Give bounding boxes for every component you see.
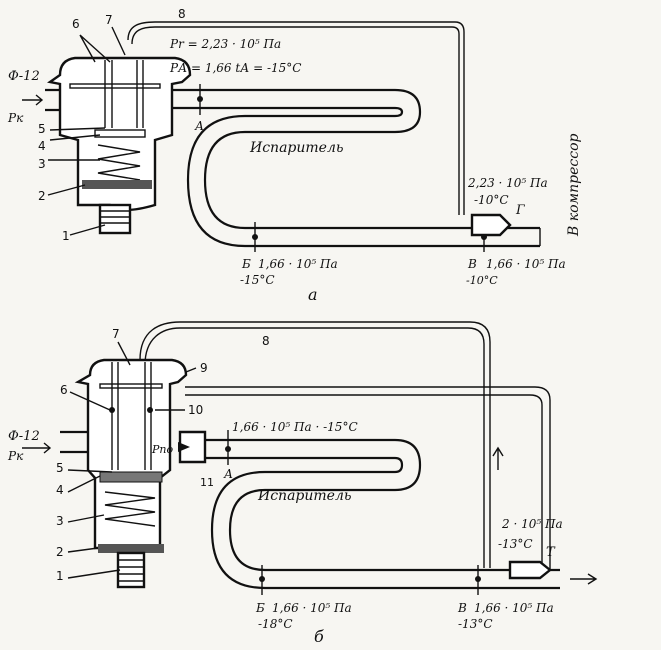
screw-thread-a xyxy=(100,210,130,224)
point-b-pressure-b: 1,66 · 10⁵ Па xyxy=(272,601,352,615)
point-a-label-b: А xyxy=(223,467,233,481)
bulb-pressure-a: 2,23 · 10⁵ Па xyxy=(467,176,548,190)
refrigerant-label-a: Ф-12 xyxy=(8,69,40,84)
flow-arrow-up-b xyxy=(492,446,504,470)
part-7-b: 7 xyxy=(112,327,120,341)
thermo-bulb-b xyxy=(508,560,552,580)
adjust-plate-b xyxy=(98,544,164,553)
tee-fitting-b xyxy=(178,430,207,464)
point-a-dot-b xyxy=(225,446,231,452)
pressure-a-label: PА = 1,66 tА = -15°С xyxy=(169,61,301,75)
inlet-condition-label: 1,66 · 10⁵ Па · -15°С xyxy=(232,420,358,434)
diaphragm-b xyxy=(99,383,163,389)
caption-a: а xyxy=(308,285,318,304)
part-1-a: 1 xyxy=(62,229,70,243)
part-6-a: 6 xyxy=(72,17,80,31)
point-b-temp-a: -15°С xyxy=(240,273,275,287)
capillary-tube-b xyxy=(139,321,491,568)
part-1-b: 1 xyxy=(56,569,64,583)
seat-plate-a xyxy=(94,129,146,138)
point-v-pressure-b: 1,66 · 10⁵ Па xyxy=(474,601,554,615)
diagram-b: Ф-12 Pк 1,66 · 10⁵ Па · -15°С Pпо А Испа… xyxy=(7,321,598,646)
p-po-label: Pпо xyxy=(151,443,173,456)
diaphragm-a xyxy=(69,83,161,89)
diagram-a: Ф-12 Pк Pr = 2,23 · 10⁵ Па PА = 1,66 tА … xyxy=(7,7,582,304)
evaporator-coil-b xyxy=(200,438,560,590)
point-b-temp-b: -18°С xyxy=(258,617,293,631)
part-leaders-b xyxy=(67,341,197,579)
pk-label-a: Pк xyxy=(7,111,24,125)
adjust-plate-a xyxy=(82,180,152,189)
part-5-a: 5 xyxy=(38,122,46,136)
pressure-r-label: Pr = 2,23 · 10⁵ Па xyxy=(169,37,281,51)
point-b-label-b: Б xyxy=(255,601,265,615)
part-leaders-a xyxy=(47,26,126,236)
part-3-a: 3 xyxy=(38,157,46,171)
bulb-label-a: Г xyxy=(515,203,525,218)
part-2-b: 2 xyxy=(56,545,64,559)
thermo-bulb-a xyxy=(470,213,512,237)
point-b-label-a: Б xyxy=(241,257,251,271)
point-a-label: А xyxy=(194,119,204,133)
part-9-b: 9 xyxy=(200,361,208,375)
point-v-pressure-a: 1,66 · 10⁵ Па xyxy=(486,257,566,271)
point-v-temp-b: -13°С xyxy=(458,617,493,631)
part-4-a: 4 xyxy=(38,139,46,153)
equalizer-line-b xyxy=(185,386,551,570)
inlet-arrow-b xyxy=(22,442,52,454)
inlet-arrow-a xyxy=(22,94,44,106)
adjust-screw-b xyxy=(116,551,146,589)
seat-plate-b xyxy=(99,471,163,483)
outlet-arrow-b xyxy=(570,573,598,585)
evaporator-label-a: Испаритель xyxy=(249,140,344,156)
spring-a xyxy=(97,144,141,181)
tee-marker-b xyxy=(178,442,190,452)
bulb-label-b: Т xyxy=(546,545,556,560)
part-8-a: 8 xyxy=(178,7,186,21)
spring-b xyxy=(104,491,156,527)
capillary-tube-a xyxy=(127,21,465,215)
seal-dot-b-2 xyxy=(147,407,153,413)
point-a-dot xyxy=(197,96,203,102)
part-11-b: 11 xyxy=(200,476,214,489)
part-4-b: 4 xyxy=(56,483,64,497)
part-7-a: 7 xyxy=(105,13,113,27)
refrigerant-label-b: Ф-12 xyxy=(8,429,40,444)
point-b-dot-a xyxy=(252,234,258,240)
part-10-b: 10 xyxy=(188,403,203,417)
point-b-dot-b xyxy=(259,576,265,582)
point-v-label-a: В xyxy=(467,257,477,271)
bulb-temp-b: -13°С xyxy=(498,537,533,551)
evaporator-coil-a xyxy=(150,88,540,248)
pk-label-b: Pк xyxy=(7,449,24,463)
part-8-b: 8 xyxy=(262,334,270,348)
part-2-a: 2 xyxy=(38,189,46,203)
part-3-b: 3 xyxy=(56,514,64,528)
caption-b: б xyxy=(314,627,324,646)
part-5-b: 5 xyxy=(56,461,64,475)
point-b-pressure-a: 1,66 · 10⁵ Па xyxy=(258,257,338,271)
point-v-dot-b xyxy=(475,576,481,582)
adjust-screw-a xyxy=(98,203,132,235)
screw-thread-b xyxy=(118,559,144,582)
point-v-label-b: В xyxy=(457,601,467,615)
point-v-temp-a: -10°С xyxy=(466,274,498,287)
bulb-temp-a: -10°С xyxy=(474,193,509,207)
evaporator-label-b: Испаритель xyxy=(257,488,352,504)
bulb-pressure-b: 2 · 10⁵ Па xyxy=(501,517,563,531)
part-6-b: 6 xyxy=(60,383,68,397)
to-compressor-label: В компрессор xyxy=(566,133,582,237)
